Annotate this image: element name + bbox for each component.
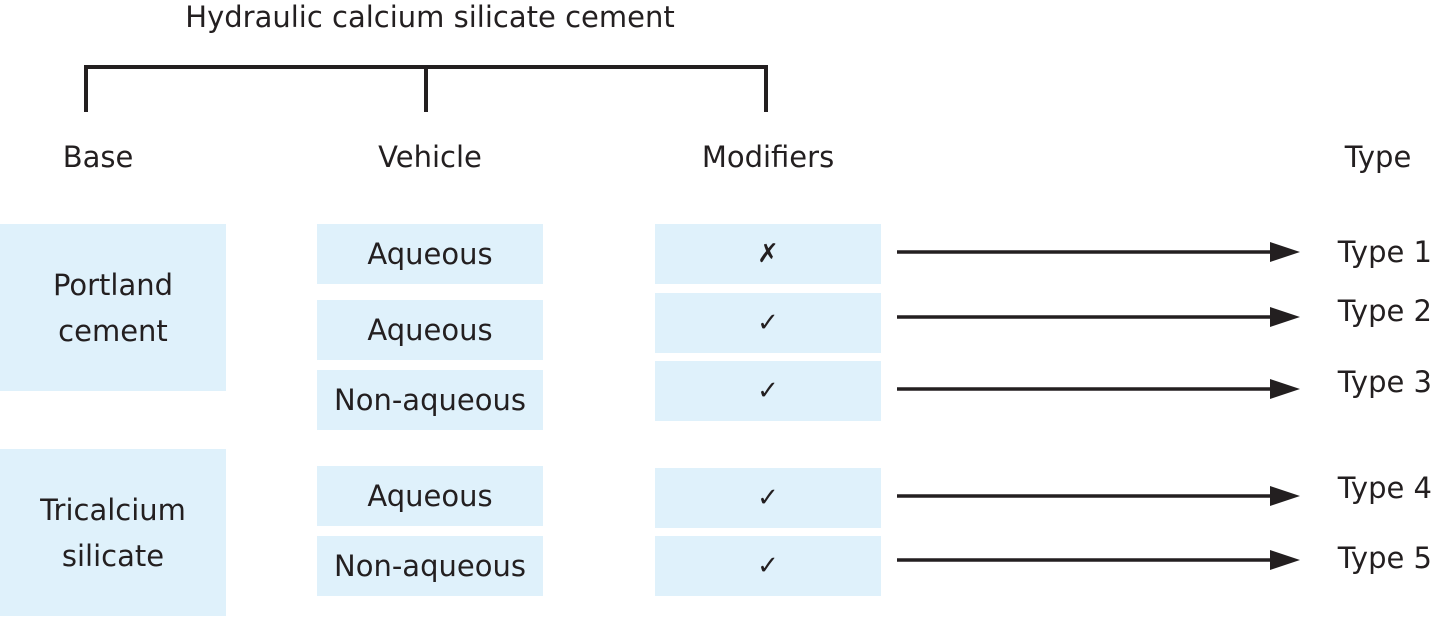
cross-icon: ✗: [757, 239, 779, 269]
modifier-box-row-1: ✗: [655, 224, 881, 284]
header-modifiers: Modifiers: [701, 140, 835, 174]
vehicle-box-row-2: Aqueous: [317, 300, 543, 360]
base-box-portland-cement: Portland cement: [0, 224, 226, 391]
modifier-box-row-4: ✓: [655, 468, 881, 528]
type-label-2: Type 2: [1337, 294, 1432, 328]
header-base: Base: [62, 140, 134, 174]
arrowhead-icon: [1270, 486, 1300, 506]
arrowhead-icon: [1270, 242, 1300, 262]
modifier-box-row-5: ✓: [655, 536, 881, 596]
checkmark-icon: ✓: [757, 551, 779, 581]
arrowhead-icon: [1270, 379, 1300, 399]
component-bracket: [84, 65, 768, 112]
arrow-row-5: [897, 550, 1300, 570]
type-label-1: Type 1: [1337, 235, 1432, 269]
vehicle-box-row-1: Aqueous: [317, 224, 543, 284]
arrow-row-3: [897, 379, 1300, 399]
modifier-box-row-3: ✓: [655, 361, 881, 421]
type-label-4: Type 4: [1337, 471, 1432, 505]
header-vehicle: Vehicle: [378, 140, 482, 174]
arrowhead-icon: [1270, 550, 1300, 570]
arrow-row-1: [897, 242, 1300, 262]
vehicle-box-row-5: Non-aqueous: [317, 536, 543, 596]
diagram-title: Hydraulic calcium silicate cement: [185, 0, 675, 34]
type-label-3: Type 3: [1337, 365, 1432, 399]
vehicle-box-row-3: Non-aqueous: [317, 370, 543, 430]
checkmark-icon: ✓: [757, 376, 779, 406]
base-box-tricalcium-silicate: Tricalcium silicate: [0, 449, 226, 616]
arrowhead-icon: [1270, 307, 1300, 327]
header-type: Type: [1344, 140, 1412, 174]
type-label-5: Type 5: [1337, 541, 1432, 575]
arrow-row-2: [897, 307, 1300, 327]
checkmark-icon: ✓: [757, 483, 779, 513]
checkmark-icon: ✓: [757, 308, 779, 338]
vehicle-box-row-4: Aqueous: [317, 466, 543, 526]
modifier-box-row-2: ✓: [655, 293, 881, 353]
arrow-row-4: [897, 486, 1300, 506]
